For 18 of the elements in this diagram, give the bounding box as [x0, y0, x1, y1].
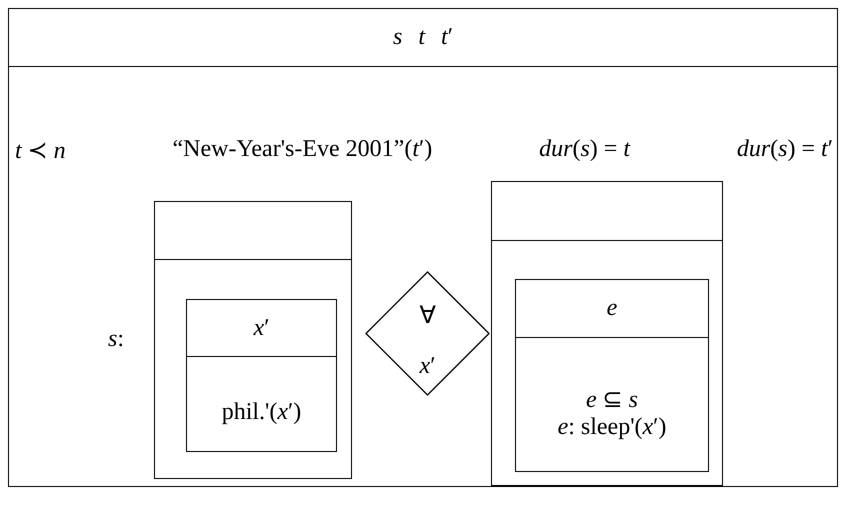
drs-box — [8, 8, 838, 487]
drs-condition: “New-Year's-Eve 2001”(t′) — [172, 136, 432, 164]
quantifier-symbol: ∀ — [420, 302, 436, 330]
discourse-referents: s t t′ — [393, 24, 453, 51]
quantified-variable: x′ — [420, 353, 436, 380]
drs-box — [515, 279, 709, 472]
drs-box — [154, 201, 352, 479]
discourse-referents: e — [606, 295, 618, 322]
drs-condition: dur(s) = t′ — [736, 136, 833, 164]
drs-condition: e: sleep'(x′) — [558, 414, 666, 441]
discourse-referents: x′ — [254, 314, 270, 342]
drs-condition: t ≺ n — [15, 137, 66, 165]
drs-box — [186, 299, 337, 452]
drs-condition: dur(s) = t — [539, 136, 630, 164]
box-label: s: — [108, 326, 124, 353]
drs-box — [491, 181, 723, 486]
drs-condition: phil.'(x′) — [222, 399, 302, 426]
drs-condition: e ⊆ s — [586, 386, 638, 414]
